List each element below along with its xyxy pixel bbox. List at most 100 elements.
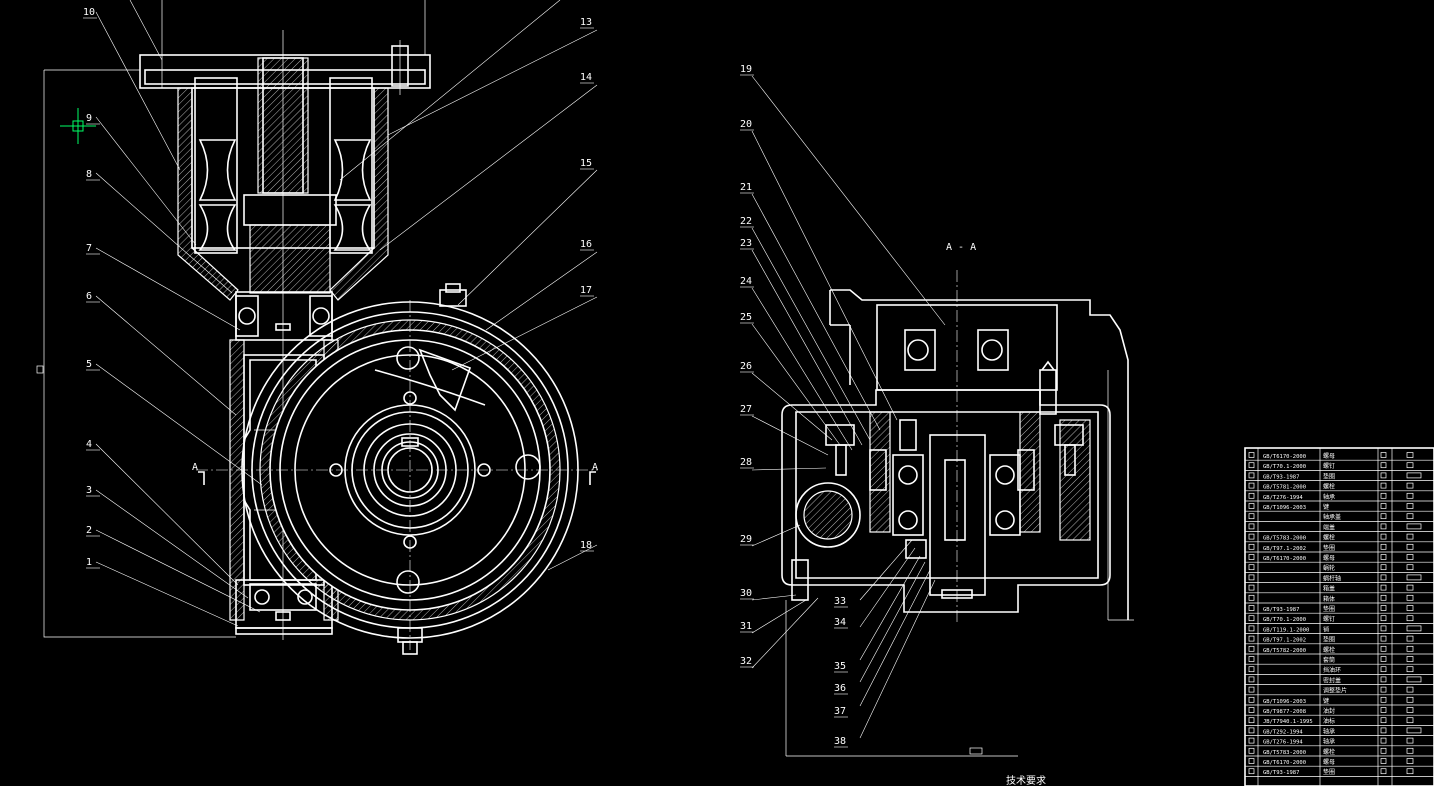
bom-part-name: 轴承 — [1323, 493, 1335, 501]
bom-part-name: 垫圈 — [1323, 605, 1335, 613]
part-label-1: 1 — [86, 557, 92, 568]
part-label-19: 19 — [740, 64, 752, 75]
bom-row: 调整垫片 — [1245, 687, 1434, 696]
tech-requirements-title: 技术要求 — [1006, 774, 1046, 786]
bom-part-name: 螺栓 — [1323, 646, 1335, 654]
bom-standard: GB/T70.1-2000 — [1263, 464, 1306, 470]
part-label-33: 33 — [834, 596, 846, 607]
bom-part-name: 键 — [1323, 503, 1329, 511]
bom-row: 箱盖 — [1245, 585, 1434, 594]
bom-part-name: 蜗杆轴 — [1323, 574, 1341, 582]
part-label-22: 22 — [740, 216, 752, 227]
bom-standard: GB/T292-1994 — [1263, 729, 1303, 735]
part-label-16: 16 — [580, 239, 592, 250]
bom-part-name: 螺栓 — [1323, 483, 1335, 491]
bom-part-name: 轴承盖 — [1323, 513, 1341, 521]
bom-part-name: 螺钉 — [1323, 462, 1335, 470]
bom-part-name: 油封 — [1323, 707, 1335, 715]
bom-standard: GB/T97.1-2002 — [1263, 546, 1306, 552]
part-label-2: 2 — [86, 525, 92, 536]
bom-standard: GB/T5782-2000 — [1263, 648, 1306, 654]
crosshair-cursor-icon — [60, 108, 96, 144]
bom-standard: GB/T276-1994 — [1263, 495, 1303, 501]
part-label-29: 29 — [740, 534, 752, 545]
bom-row: GB/T1096-2003 键 — [1245, 503, 1434, 512]
bom-row: GB/T93-1987 垫圈 — [1245, 768, 1434, 777]
part-label-8: 8 — [86, 169, 92, 180]
bom-row: 挡油环 — [1245, 666, 1434, 675]
bom-standard: GB/T9877-2008 — [1263, 709, 1306, 715]
part-label-14: 14 — [580, 72, 592, 83]
bom-part-name: 轴承 — [1323, 727, 1335, 735]
bom-part-name: 油标 — [1323, 717, 1335, 725]
section-view-a-a: A - A — [740, 64, 1134, 786]
bom-standard: GB/T6170-2000 — [1263, 454, 1306, 460]
bom-row: GB/T6170-2000 螺母 — [1245, 758, 1434, 767]
bom-part-name: 螺母 — [1323, 758, 1335, 766]
bom-standard: GB/T93-1987 — [1263, 474, 1299, 480]
part-label-21: 21 — [740, 182, 752, 193]
bom-part-name: 螺栓 — [1323, 534, 1335, 542]
bom-standard: GB/T6170-2000 — [1263, 556, 1306, 562]
bom-row: GB/T292-1994 轴承 — [1245, 727, 1434, 736]
bom-part-name: 垫圈 — [1323, 636, 1335, 644]
section-mark-right: A — [592, 462, 598, 473]
part-label-18: 18 — [580, 540, 592, 551]
part-label-35: 35 — [834, 661, 846, 672]
part-label-13: 13 — [580, 17, 592, 28]
part-label-38: 38 — [834, 736, 846, 747]
bom-part-name: 螺钉 — [1323, 615, 1335, 623]
bom-part-name: 调整垫片 — [1323, 687, 1347, 695]
bom-part-name: 螺母 — [1323, 554, 1335, 562]
part-label-36: 36 — [834, 683, 846, 694]
part-label-24: 24 — [740, 276, 752, 287]
bom-part-name: 箱盖 — [1323, 585, 1335, 593]
bom-standard: GB/T5783-2000 — [1263, 750, 1306, 756]
bom-standard: GB/T93-1987 — [1263, 770, 1299, 776]
bom-part-name: 键 — [1323, 697, 1329, 705]
bom-part-name: 轴承 — [1323, 738, 1335, 746]
bom-row: GB/T276-1994 轴承 — [1245, 493, 1434, 502]
bom-row: 套筒 — [1245, 656, 1434, 665]
part-label-7: 7 — [86, 243, 92, 254]
bom-part-name: 挡油环 — [1323, 666, 1341, 674]
part-label-5: 5 — [86, 359, 92, 370]
part-label-37: 37 — [834, 706, 846, 717]
bom-row: 轴承盖 — [1245, 513, 1434, 522]
part-label-17: 17 — [580, 285, 592, 296]
bom-part-name: 套筒 — [1323, 656, 1335, 664]
bom-part-name: 螺母 — [1323, 452, 1335, 460]
part-label-20: 20 — [740, 119, 752, 130]
bom-part-name: 密封盖 — [1323, 676, 1341, 684]
bom-standard: GB/T276-1994 — [1263, 740, 1303, 746]
part-label-31: 31 — [740, 621, 752, 632]
bom-standard: GB/T1096-2003 — [1263, 505, 1306, 511]
bom-row: 蜗轮 — [1245, 564, 1434, 573]
bom-part-name: 螺栓 — [1323, 748, 1335, 756]
bom-part-name: 蜗轮 — [1323, 564, 1335, 572]
bom-row: GB/T6170-2000 螺母 — [1245, 554, 1434, 563]
bom-row: GB/T9877-2008 油封 — [1245, 707, 1434, 716]
part-label-34: 34 — [834, 617, 846, 628]
bom-row: GB/T93-1987 垫圈 — [1245, 605, 1434, 614]
bom-standard: GB/T93-1987 — [1263, 607, 1299, 613]
bom-standard: GB/T6170-2000 — [1263, 760, 1306, 766]
bom-part-name: 垫圈 — [1323, 768, 1335, 776]
bom-part-name: 销 — [1323, 625, 1329, 633]
bom-row: GB/T5783-2000 螺栓 — [1245, 748, 1434, 757]
part-label-25: 25 — [740, 312, 752, 323]
part-label-28: 28 — [740, 457, 752, 468]
bom-row: 蜗杆轴 — [1245, 574, 1434, 583]
bom-row: 箱体 — [1245, 595, 1434, 604]
